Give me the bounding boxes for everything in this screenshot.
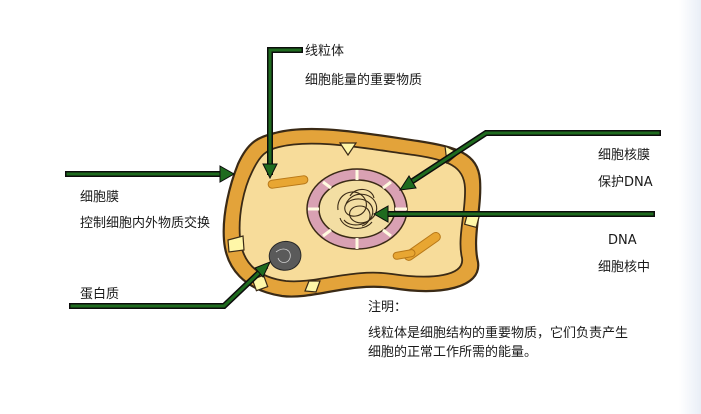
pointer-arrow-cell-membrane xyxy=(65,165,236,183)
edge-fade xyxy=(679,0,701,414)
label-mitochondria-desc: 细胞能量的重要物质 xyxy=(305,73,423,88)
nucleus xyxy=(306,168,408,250)
pointer-arrow-mitochondria xyxy=(262,47,303,180)
note-line-1: 线粒体是细胞结构的重要物质，它们负责产生 xyxy=(368,326,629,341)
label-cell-membrane-name: 细胞膜 xyxy=(80,190,120,205)
mitochondria-bodies xyxy=(267,175,441,261)
label-dna-name: DNA xyxy=(608,233,637,248)
dna-strands xyxy=(337,188,378,229)
protein-blob xyxy=(268,241,302,271)
label-cell-membrane-desc: 控制细胞内外物质交换 xyxy=(80,216,211,231)
label-nuclear-membrane-name: 细胞核膜 xyxy=(598,148,651,163)
label-nuclear-membrane-desc: 保护DNA xyxy=(598,175,653,190)
callout-arrows xyxy=(65,47,661,309)
pointer-arrow-dna xyxy=(372,205,655,223)
label-mitochondria-name: 线粒体 xyxy=(305,44,345,59)
note-title: 注明： xyxy=(368,300,408,315)
pointer-arrow-protein xyxy=(69,261,271,309)
label-dna-desc: 细胞核中 xyxy=(598,260,651,275)
pointer-arrow-nuclear-membrane xyxy=(399,130,661,191)
note-line-2: 细胞的正常工作所需的能量。 xyxy=(368,345,538,360)
label-protein-name: 蛋白质 xyxy=(80,287,120,302)
